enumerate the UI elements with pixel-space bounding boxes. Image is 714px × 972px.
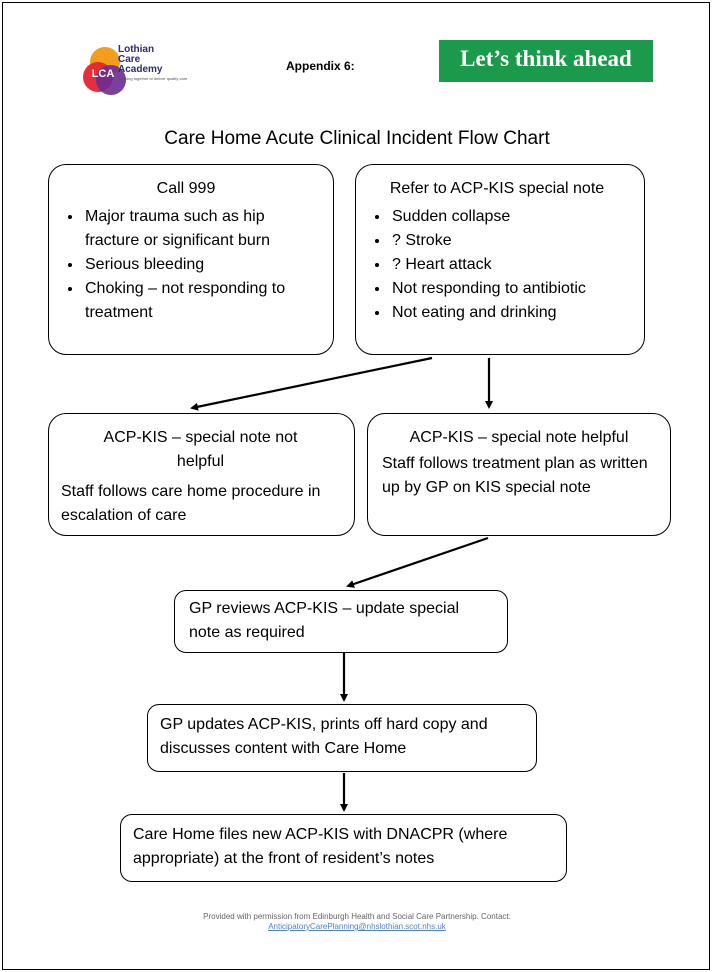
- list-item: Major trauma such as hip fracture or sig…: [83, 205, 323, 253]
- gp-reviews-box: GP reviews ACP-KIS – update special note…: [174, 590, 508, 653]
- footer: Provided with permission from Edinburgh …: [0, 912, 714, 932]
- logo-wordmark: Lothian Care Academy Working together to…: [118, 45, 187, 82]
- list-item: Serious bleeding: [83, 253, 323, 277]
- not-helpful-body: Staff follows care home procedure in esc…: [61, 483, 321, 524]
- logo-line-3: Academy: [118, 64, 163, 75]
- arrow-helpful-to-gp-reviews: [346, 536, 489, 588]
- not-helpful-heading: ACP-KIS – special note not helpful: [103, 429, 298, 470]
- lca-logo: LCA: [83, 47, 126, 95]
- contact-email-link[interactable]: AnticipatoryCarePlanning@nhslothian.scot…: [268, 922, 446, 931]
- refer-acp-kis-box: Refer to ACP-KIS special note Sudden col…: [355, 164, 645, 355]
- logo-line-2: Care: [118, 54, 141, 65]
- special-note-not-helpful-box: ACP-KIS – special note not helpful Staff…: [48, 413, 355, 536]
- logo-line-1: Lothian: [118, 44, 155, 55]
- gp-updates-box: GP updates ACP-KIS, prints off hard copy…: [147, 704, 537, 772]
- list-item: ? Stroke: [390, 229, 638, 253]
- appendix-label: Appendix 6:: [286, 59, 355, 73]
- list-item: Not eating and drinking: [390, 301, 638, 325]
- list-item: ? Heart attack: [390, 253, 638, 277]
- helpful-body: Staff follows treatment plan as written …: [382, 455, 648, 496]
- call-999-heading: Call 999: [156, 180, 216, 197]
- arrow-refer-to-not-helpful: [190, 356, 433, 411]
- list-item: Sudden collapse: [390, 205, 638, 229]
- helpful-heading: ACP-KIS – special note helpful: [409, 429, 629, 446]
- refer-heading: Refer to ACP-KIS special note: [389, 180, 605, 197]
- care-home-files-text: Care Home files new ACP-KIS with DNACPR …: [133, 826, 508, 867]
- list-item: Choking – not responding to treatment: [83, 277, 323, 325]
- lets-think-ahead-banner: Let’s think ahead: [439, 40, 653, 82]
- flowchart-title: Care Home Acute Clinical Incident Flow C…: [164, 128, 550, 149]
- logo-badge: LCA: [92, 68, 115, 80]
- call-999-box: Call 999 Major trauma such as hip fractu…: [48, 164, 334, 355]
- special-note-helpful-box: ACP-KIS – special note helpful Staff fol…: [367, 413, 671, 536]
- list-item: Not responding to antibiotic: [390, 277, 638, 301]
- refer-list: Sudden collapse ? Stroke ? Heart attack …: [356, 205, 638, 325]
- footer-text: Provided with permission from Edinburgh …: [203, 912, 511, 921]
- call-999-list: Major trauma such as hip fracture or sig…: [49, 205, 323, 325]
- gp-reviews-text: GP reviews ACP-KIS – update special note…: [189, 600, 460, 641]
- gp-updates-text: GP updates ACP-KIS, prints off hard copy…: [160, 716, 488, 757]
- care-home-files-box: Care Home files new ACP-KIS with DNACPR …: [120, 814, 567, 882]
- logo-tagline: Working together to deliver quality care: [118, 76, 188, 81]
